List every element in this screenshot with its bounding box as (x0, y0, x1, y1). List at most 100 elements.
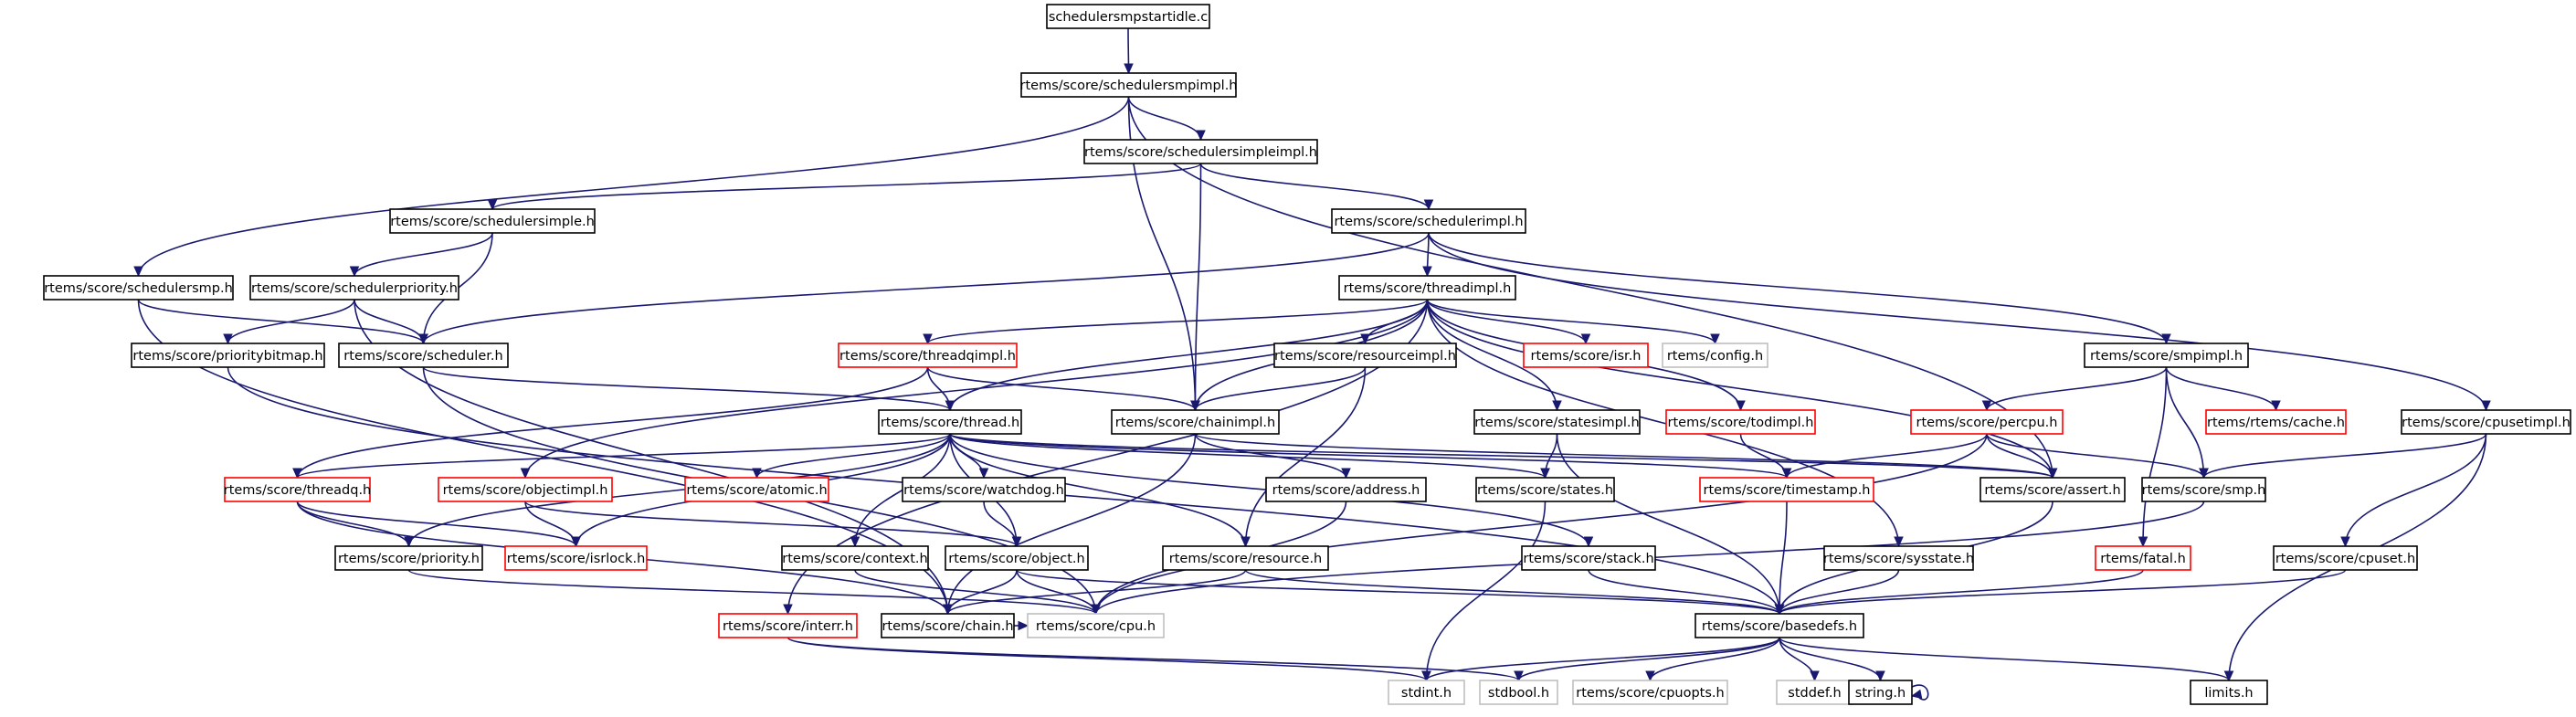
arrowhead (1910, 689, 1923, 700)
node-threadimpl[interactable]: rtems/score/threadimpl.h (1338, 275, 1516, 301)
node-chain[interactable]: rtems/score/chain.h (881, 613, 1015, 638)
node-resource[interactable]: rtems/score/resource.h (1162, 545, 1329, 571)
node-label: rtems/score/todimpl.h (1668, 416, 1814, 430)
node-label: rtems/score/sysstate.h (1823, 552, 1974, 566)
edge-schedulersmpimpl-to-schedulersimpleimpl (1127, 96, 1206, 142)
node-priority[interactable]: rtems/score/priority.h (334, 545, 483, 571)
node-label: rtems/score/smp.h (2142, 483, 2266, 498)
node-objectimpl[interactable]: rtems/score/objectimpl.h (438, 477, 613, 502)
node-prioritybitmap[interactable]: rtems/score/prioritybitmap.h (131, 343, 325, 368)
node-box (389, 208, 596, 234)
node-smpimpl[interactable]: rtems/score/smpimpl.h (2084, 343, 2249, 368)
arrowhead (923, 333, 933, 345)
arrowhead (1514, 670, 1524, 682)
arrowhead (1736, 400, 1746, 412)
node-box (1388, 680, 1465, 705)
node-percpu[interactable]: rtems/score/percpu.h (1910, 409, 2064, 435)
node-threadqimpl[interactable]: rtems/score/threadqimpl.h (838, 343, 1018, 368)
node-scheduler[interactable]: rtems/score/scheduler.h (338, 343, 509, 368)
arrowhead (2138, 536, 2148, 548)
node-todimpl[interactable]: rtems/score/todimpl.h (1665, 409, 1816, 435)
edge-cpusetimpl-to-smp (2199, 433, 2487, 480)
node-interr[interactable]: rtems/score/interr.h (718, 613, 858, 638)
node-isr[interactable]: rtems/score/isr.h (1523, 343, 1649, 368)
node-label: rtems/score/schedulersimpleimpl.h (1084, 145, 1317, 160)
node-box (1083, 139, 1318, 164)
node-cpuopts[interactable]: rtems/score/cpuopts.h (1572, 680, 1728, 705)
edge-threadimpl-to-isr (1426, 299, 1591, 345)
node-label: rtems/score/states.h (1477, 483, 1613, 498)
node-timestamp[interactable]: rtems/score/timestamp.h (1699, 477, 1874, 502)
node-smp[interactable]: rtems/score/smp.h (2141, 477, 2266, 502)
node-label: rtems/score/threadimpl.h (1344, 281, 1512, 296)
edge-object-to-basedefs (1016, 569, 1785, 616)
node-schedulersimpleimpl[interactable]: rtems/score/schedulersimpleimpl.h (1083, 139, 1318, 164)
node-assert[interactable]: rtems/score/assert.h (1980, 477, 2126, 502)
node-basedefs[interactable]: rtems/score/basedefs.h (1694, 613, 1864, 638)
node-label: rtems/score/assert.h (1984, 483, 2120, 498)
node-statesimpl[interactable]: rtems/score/statesimpl.h (1473, 409, 1641, 435)
node-thread[interactable]: rtems/score/thread.h (878, 409, 1022, 435)
node-config[interactable]: rtems/config.h (1662, 343, 1768, 368)
edge-priority-to-cpu (407, 569, 1101, 616)
node-schedulerimpl[interactable]: rtems/score/schedulerimpl.h (1331, 208, 1526, 234)
edge-threadimpl-to-resourceimpl (1360, 299, 1429, 345)
edge-schedulersimple-to-schedulerpriority (349, 232, 493, 278)
edge-basedefs-to-stddef (1779, 637, 1820, 682)
node-cpuset[interactable]: rtems/score/cpuset.h (2273, 545, 2418, 571)
node-object[interactable]: rtems/score/object.h (945, 545, 1089, 571)
node-chainimpl[interactable]: rtems/score/chainimpl.h (1111, 409, 1280, 435)
arrowhead (571, 536, 581, 548)
node-box (902, 477, 1066, 502)
node-box (2190, 680, 2268, 705)
edge-percpu-to-timestamp (1781, 433, 1988, 480)
edge-schedulersimpleimpl-to-schedulersimple (487, 163, 1202, 211)
node-cpusetimpl[interactable]: rtems/score/cpusetimpl.h (2401, 409, 2571, 435)
node-box (1479, 680, 1558, 705)
node-states[interactable]: rtems/score/states.h (1475, 477, 1615, 502)
edge-threadq-to-priority (296, 501, 414, 548)
node-stdint[interactable]: stdint.h (1388, 680, 1465, 705)
node-label: rtems/score/basedefs.h (1702, 619, 1857, 634)
node-label: rtems/score/address.h (1272, 483, 1420, 498)
node-label: rtems/score/chain.h (882, 619, 1013, 634)
node-address[interactable]: rtems/score/address.h (1265, 477, 1427, 502)
node-resourceimpl[interactable]: rtems/score/resourceimpl.h (1273, 343, 1457, 368)
node-schedulerpriority[interactable]: rtems/score/schedulerpriority.h (249, 275, 459, 301)
arrowhead (2161, 333, 2171, 345)
arrowhead (418, 333, 428, 345)
node-label: string.h (1855, 686, 1906, 701)
node-fatal[interactable]: rtems/fatal.h (2095, 545, 2191, 571)
node-box (1046, 4, 1210, 29)
node-sysstate[interactable]: rtems/score/sysstate.h (1823, 545, 1974, 571)
edge-resource-to-chain (943, 569, 1247, 616)
node-stack[interactable]: rtems/score/stack.h (1521, 545, 1656, 571)
node-label: rtems/score/schedulersmpimpl.h (1020, 79, 1238, 93)
node-label: rtems/rtems/cache.h (2207, 416, 2345, 430)
arrowhead (1710, 333, 1720, 345)
node-box (1523, 343, 1649, 368)
node-cache[interactable]: rtems/rtems/cache.h (2205, 409, 2347, 435)
node-string[interactable]: string.h (1848, 680, 1913, 705)
node-stddef[interactable]: stddef.h (1776, 680, 1853, 705)
edge-threadimpl-to-assert (1426, 299, 2058, 480)
edge-threadqimpl-to-chainimpl (926, 366, 1200, 412)
node-label: rtems/score/cpuset.h (2275, 552, 2415, 566)
node-threadq[interactable]: rtems/score/threadq.h (224, 477, 372, 502)
node-label: rtems/score/chainimpl.h (1115, 416, 1275, 430)
node-atomic[interactable]: rtems/score/atomic.h (684, 477, 829, 502)
edge-threadimpl-to-objectimpl (520, 299, 1429, 480)
edge-interr-to-stdint (787, 637, 1431, 682)
node-limits[interactable]: limits.h (2190, 680, 2268, 705)
node-schedulersimple[interactable]: rtems/score/schedulersimple.h (389, 208, 596, 234)
node-stdbool[interactable]: stdbool.h (1479, 680, 1558, 705)
node-schedulersmp[interactable]: rtems/score/schedulersmp.h (43, 275, 234, 301)
edge-schedulerimpl-to-scheduler (418, 232, 1430, 345)
node-label: rtems/score/threadq.h (224, 483, 372, 498)
node-watchdog[interactable]: rtems/score/watchdog.h (902, 477, 1066, 502)
node-schedulersmpimpl[interactable]: rtems/score/schedulersmpimpl.h (1020, 72, 1238, 98)
node-box (1910, 409, 2064, 435)
node-cpu[interactable]: rtems/score/cpu.h (1027, 613, 1165, 638)
node-isrlock[interactable]: rtems/score/isrlock.h (504, 545, 648, 571)
node-context[interactable]: rtems/score/context.h (781, 545, 929, 571)
